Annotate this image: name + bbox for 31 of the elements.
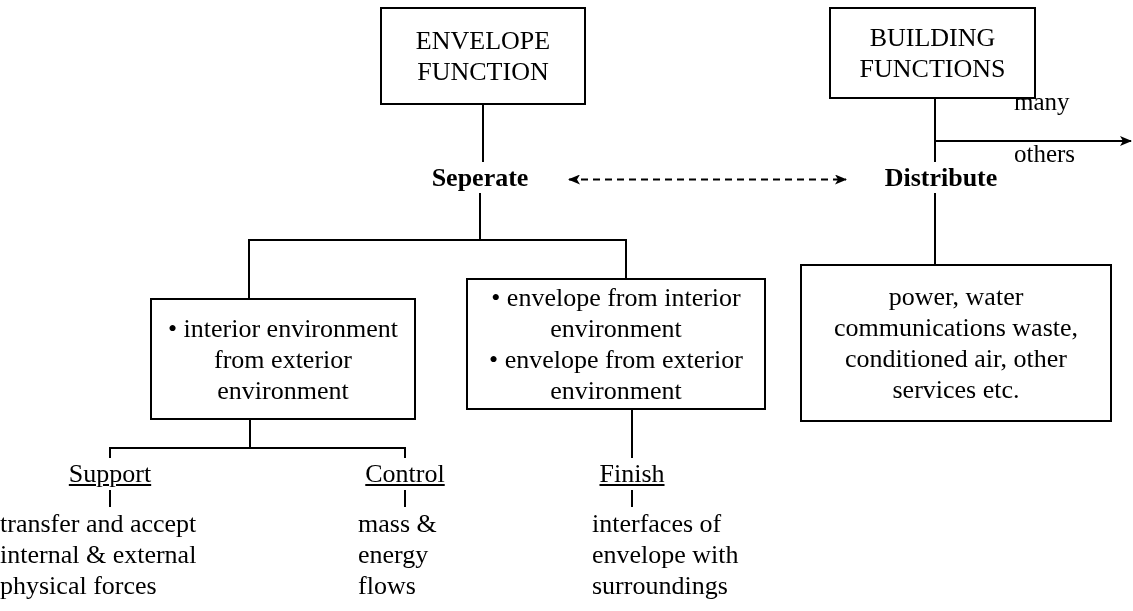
process-box xyxy=(466,278,766,410)
connector-line xyxy=(479,192,627,279)
function-label: Seperate xyxy=(405,162,555,193)
box-text: • interior environment from exterior environment xyxy=(166,312,399,406)
arrow xyxy=(568,174,847,185)
box-text: power, water communications waste, conditioned air, other services etc. xyxy=(832,281,1080,405)
arrow xyxy=(934,136,1132,146)
connector-line xyxy=(249,419,406,459)
category-heading: Finish xyxy=(588,458,676,489)
box-text: ENVELOPE FUNCTION xyxy=(414,25,552,87)
process-box xyxy=(800,264,1112,422)
edge-label: many others xyxy=(1014,87,1077,169)
title-box xyxy=(829,7,1036,99)
connector-line xyxy=(631,489,633,508)
title-box xyxy=(380,7,586,105)
connector-line xyxy=(404,489,406,508)
connector-line xyxy=(934,192,936,265)
connector-line xyxy=(631,409,633,459)
box-text: • envelope from interior environment xyxy=(490,282,742,344)
description-text: mass & energy flows xyxy=(358,508,478,601)
description-text: interfaces of envelope with surroundings xyxy=(592,508,802,601)
connector-line xyxy=(109,489,111,508)
connector-line xyxy=(482,104,484,163)
category-heading: Control xyxy=(352,458,458,489)
box-text: • envelope from exterior environment xyxy=(488,344,744,406)
function-label: Distribute xyxy=(866,162,1016,193)
box-text: BUILDING FUNCTIONS xyxy=(858,22,1007,84)
category-heading: Support xyxy=(58,458,162,489)
process-box xyxy=(150,298,416,420)
description-text: transfer and accept internal & external physical forces xyxy=(0,508,250,601)
connector-line xyxy=(934,98,936,163)
